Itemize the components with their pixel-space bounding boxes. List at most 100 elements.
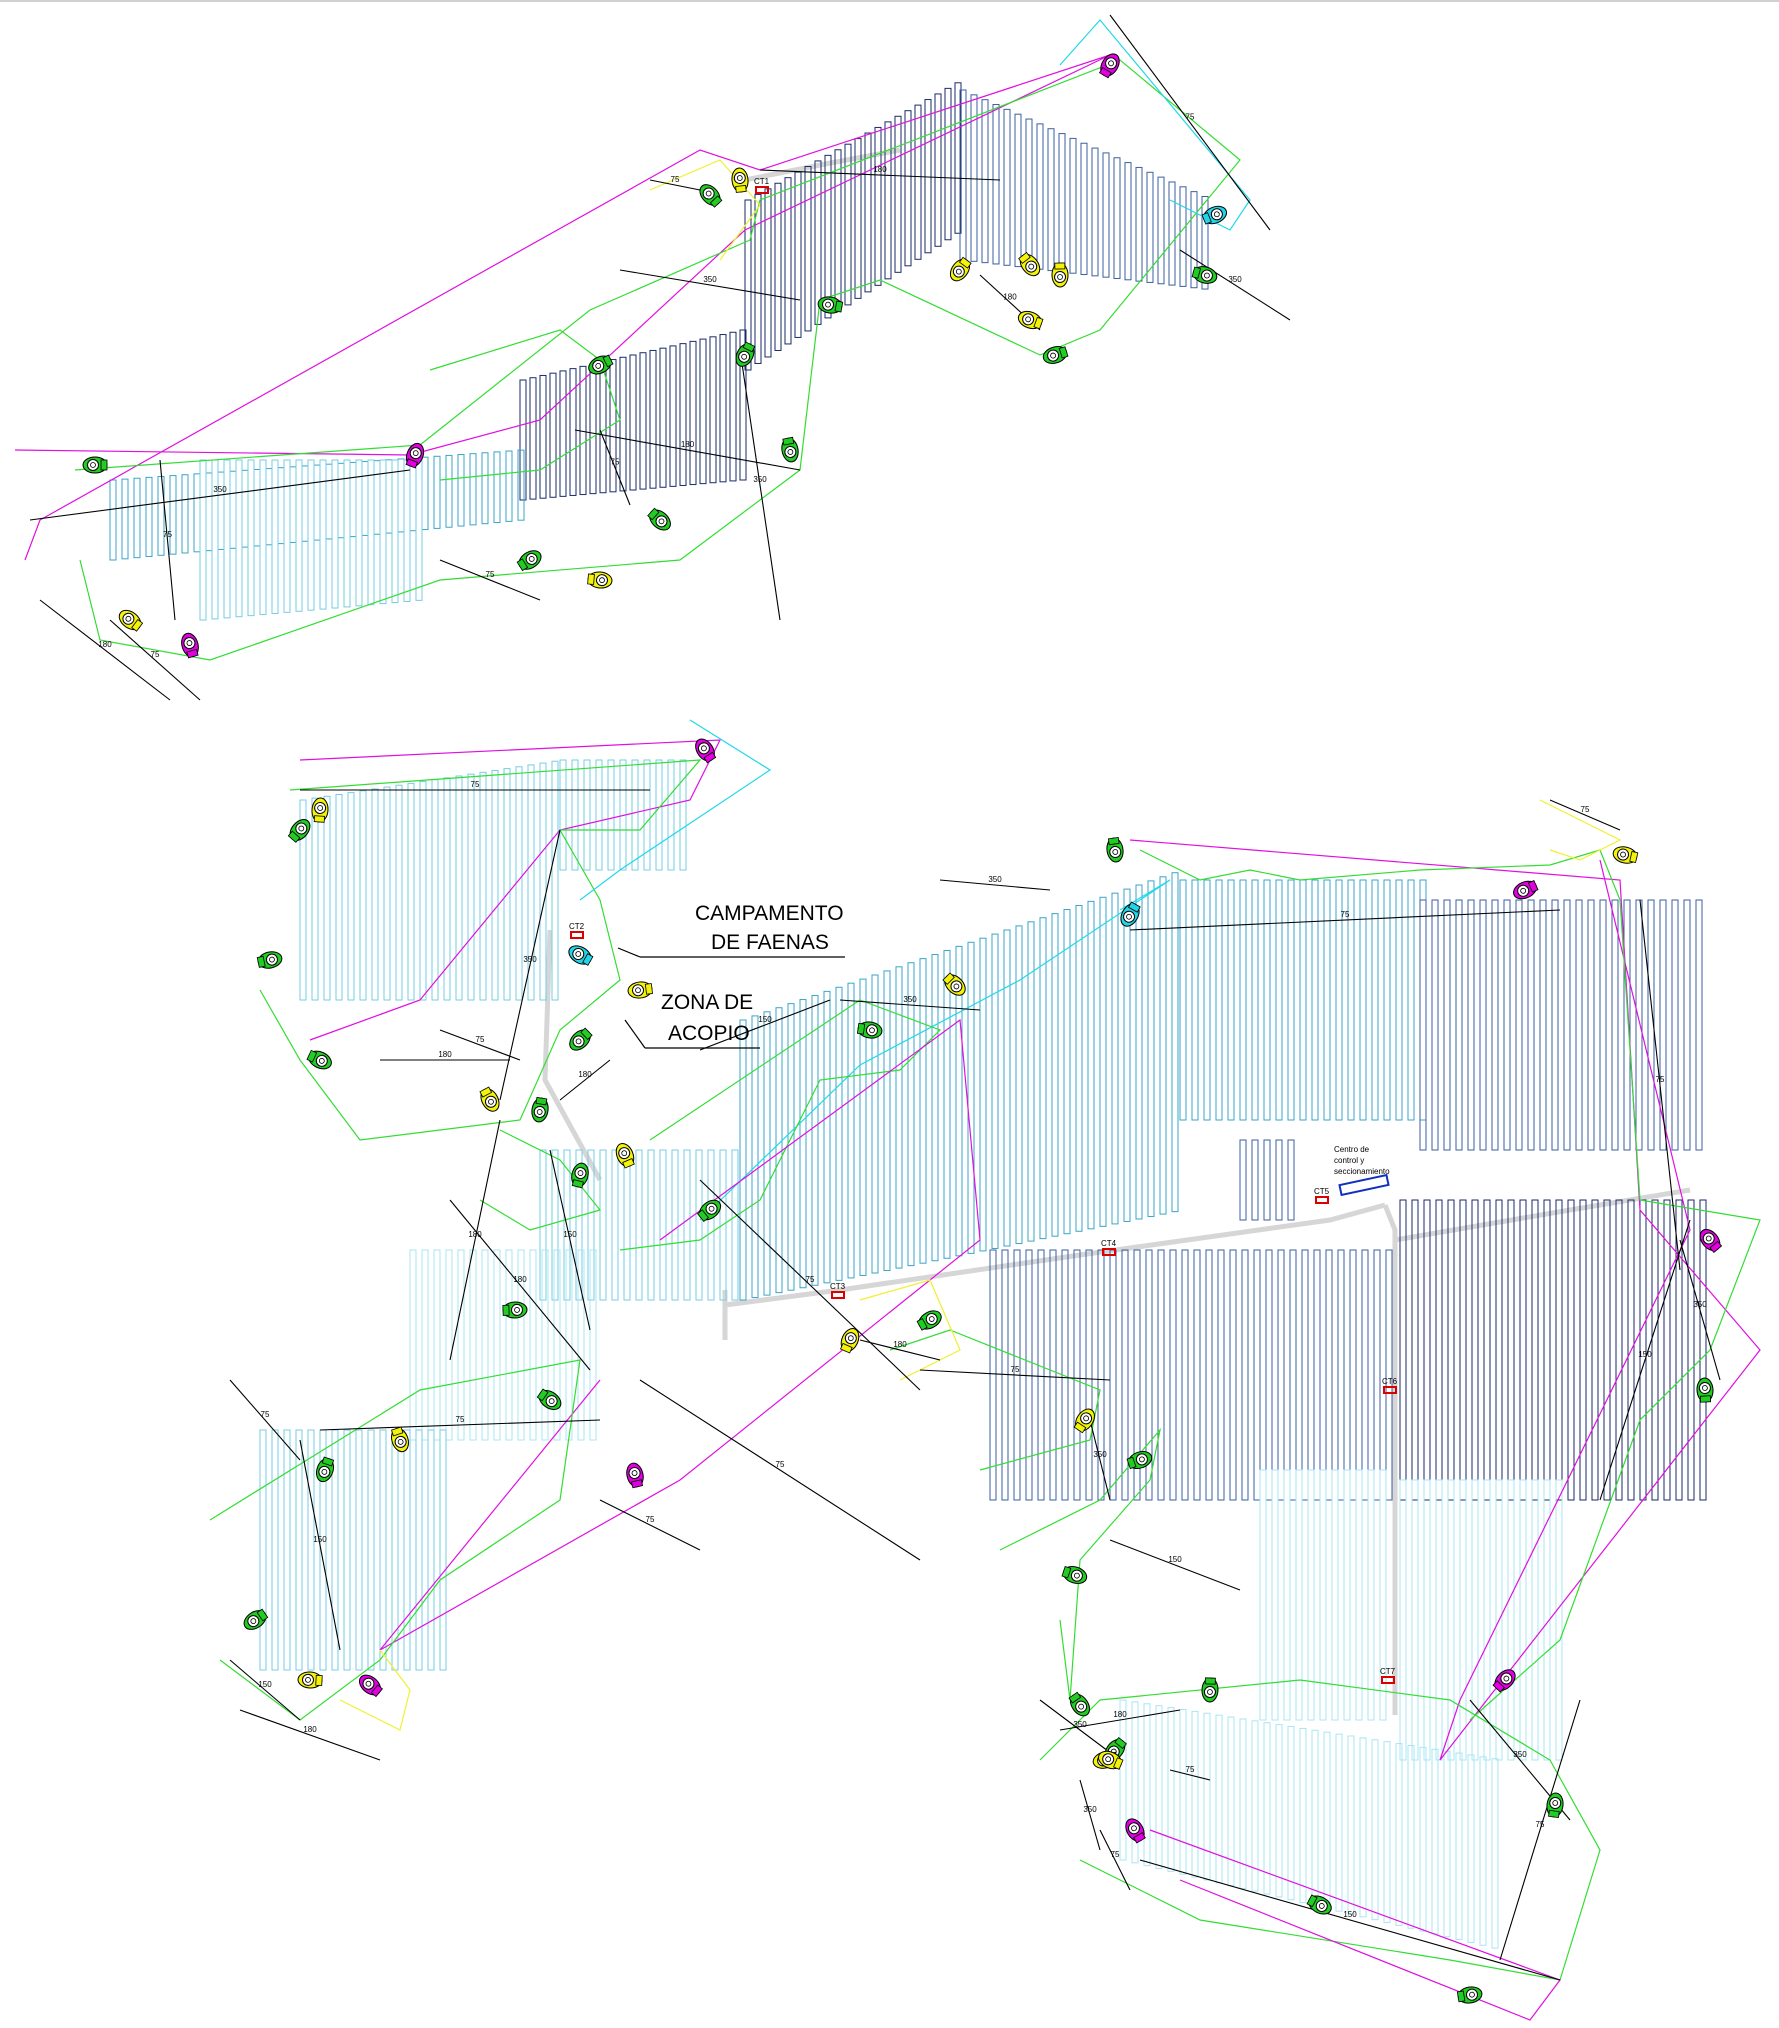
panel-row-g-4 bbox=[607, 759, 615, 871]
panel-row-m-8 bbox=[1515, 899, 1523, 1151]
panel-row-d-28 bbox=[445, 454, 453, 528]
panel-row-s-28 bbox=[1455, 1752, 1463, 1941]
dimension-label-29: 75 bbox=[806, 1275, 815, 1284]
coverage-zone-12 bbox=[699, 879, 1171, 1221]
dimension-label-40: 350 bbox=[1513, 1750, 1527, 1759]
camera-61-green bbox=[1546, 1792, 1564, 1818]
dimension-line-37 bbox=[1549, 799, 1621, 831]
panel-row-k-15 bbox=[919, 958, 927, 1264]
dimension-label-9: 350 bbox=[703, 275, 717, 284]
camera-17-yellow bbox=[1051, 262, 1069, 288]
panel-row-d-26 bbox=[421, 456, 429, 531]
panel-row-o-19 bbox=[1627, 1199, 1635, 1501]
panel-row-s-2 bbox=[1143, 1703, 1151, 1867]
camera-34-green bbox=[502, 1301, 528, 1319]
panel-row-g-1 bbox=[571, 759, 579, 871]
dimension-line-28 bbox=[599, 1499, 701, 1551]
panel-row-l-18 bbox=[1395, 879, 1403, 1121]
panel-row-s-21 bbox=[1371, 1739, 1379, 1921]
coverage-zone-6 bbox=[259, 759, 702, 1141]
coverage-zone-19 bbox=[859, 1279, 961, 1381]
panel-row-r-9 bbox=[1507, 1479, 1515, 1761]
panel-row-n-3 bbox=[1275, 1139, 1283, 1221]
panel-row-h-5 bbox=[599, 1149, 607, 1301]
panel-row-d-21 bbox=[361, 461, 369, 536]
panel-row-q-8 bbox=[1355, 1469, 1363, 1721]
panel-row-l-7 bbox=[1263, 879, 1271, 1121]
panel-row-o-9 bbox=[1507, 1199, 1515, 1501]
panel-row-d-8 bbox=[205, 472, 213, 552]
panel-row-o-7 bbox=[1483, 1199, 1491, 1501]
panel-row-s-26 bbox=[1431, 1748, 1439, 1935]
panel-row-r-3 bbox=[1435, 1479, 1443, 1761]
camera-38-green bbox=[243, 1608, 269, 1630]
camera-54-green bbox=[1061, 1566, 1088, 1584]
panel-row-h-0 bbox=[539, 1149, 547, 1301]
panel-row-f-1 bbox=[311, 797, 319, 1001]
panel-row-p-8 bbox=[1085, 1249, 1093, 1501]
dimension-label-31: 150 bbox=[758, 1015, 772, 1024]
campamento-label: CAMPAMENTO DE FAENAS bbox=[617, 902, 845, 958]
dimension-label-44: 75 bbox=[1111, 1850, 1120, 1859]
panel-row-j-4 bbox=[307, 1429, 315, 1671]
panel-row-h-11 bbox=[671, 1149, 679, 1301]
panel-row-f-0 bbox=[299, 799, 307, 1001]
panel-row-p-0 bbox=[989, 1249, 997, 1501]
panel-row-c-12 bbox=[639, 352, 647, 490]
panel-row-b-1 bbox=[970, 94, 978, 262]
panel-row-c-11 bbox=[629, 354, 637, 491]
dimension-label-3: 75 bbox=[486, 570, 495, 579]
dimension-line-2 bbox=[39, 599, 171, 701]
panel-row-h-12 bbox=[683, 1149, 691, 1301]
panel-row-b-15 bbox=[1124, 162, 1132, 281]
camera-8-green bbox=[735, 341, 756, 367]
panel-row-s-18 bbox=[1335, 1733, 1343, 1912]
transformer-label-5: CT6 bbox=[1382, 1377, 1398, 1386]
panel-row-k-10 bbox=[859, 978, 867, 1276]
dimension-label-17: 75 bbox=[476, 1035, 485, 1044]
panel-row-b-9 bbox=[1058, 133, 1066, 273]
panel-row-s-24 bbox=[1407, 1744, 1415, 1929]
panel-row-r-10 bbox=[1519, 1479, 1527, 1761]
dimension-label-19: 180 bbox=[468, 1230, 482, 1239]
panel-row-s-23 bbox=[1395, 1743, 1403, 1926]
panel-row-k-12 bbox=[883, 970, 891, 1272]
camera-55-green bbox=[1068, 1691, 1091, 1717]
panel-row-d-20 bbox=[349, 461, 357, 538]
dimension-line-23 bbox=[319, 1419, 601, 1431]
panel-row-d-30 bbox=[469, 453, 477, 526]
dimension-label-43: 350 bbox=[1083, 1805, 1097, 1814]
panel-row-j-10 bbox=[379, 1429, 387, 1671]
dimension-label-13: 75 bbox=[151, 650, 160, 659]
panel-row-a-4 bbox=[784, 177, 792, 345]
panel-row-f-10 bbox=[419, 781, 427, 1001]
panel-row-k-11 bbox=[871, 974, 879, 1274]
panel-row-k-32 bbox=[1123, 888, 1131, 1222]
dimension-line-43 bbox=[1079, 1779, 1101, 1851]
camera-37-green bbox=[315, 1456, 335, 1483]
panel-row-d-15 bbox=[289, 466, 297, 543]
control-line1: Centro de bbox=[1334, 1145, 1370, 1154]
panel-row-o-17 bbox=[1603, 1199, 1611, 1501]
panel-row-s-7 bbox=[1203, 1712, 1211, 1881]
transformer-box-4 bbox=[1315, 1196, 1329, 1204]
panel-row-k-25 bbox=[1039, 917, 1047, 1240]
panel-row-s-14 bbox=[1287, 1726, 1295, 1901]
coverage-zone-1 bbox=[74, 59, 1241, 661]
panel-row-b-12 bbox=[1091, 147, 1099, 277]
panel-row-c-6 bbox=[579, 365, 587, 496]
panel-row-i-2 bbox=[433, 1249, 441, 1441]
camera-16-yellow bbox=[1018, 251, 1041, 277]
camera-33-green bbox=[696, 1199, 722, 1223]
camera-60-magenta bbox=[1125, 1818, 1146, 1844]
camera-42-yellow bbox=[840, 1328, 860, 1354]
panel-row-o-5 bbox=[1459, 1199, 1467, 1501]
panel-row-p-33 bbox=[1385, 1249, 1393, 1501]
panel-row-a-17 bbox=[914, 104, 922, 260]
dimension-label-15: 350 bbox=[523, 955, 537, 964]
dimension-label-48: 350 bbox=[1073, 1720, 1087, 1729]
camera-31-yellow bbox=[615, 1143, 635, 1169]
transformer-label-4: CT5 bbox=[1314, 1187, 1330, 1196]
panel-row-h-6 bbox=[611, 1149, 619, 1301]
panel-row-p-18 bbox=[1205, 1249, 1213, 1501]
